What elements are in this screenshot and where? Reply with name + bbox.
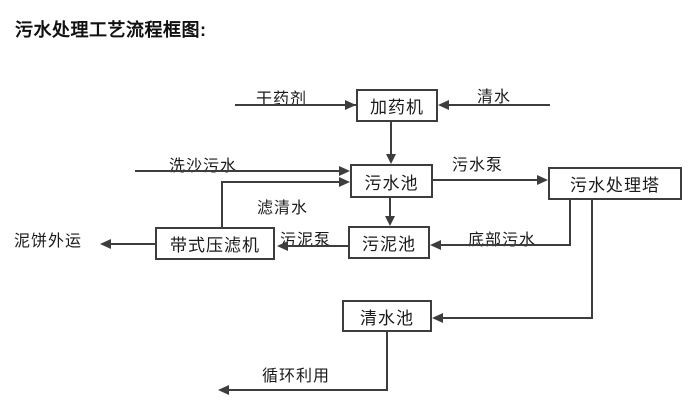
flow-line-sand-wash-sewage xyxy=(135,170,340,172)
flow-line-clean-water xyxy=(440,104,550,106)
arrowhead-recycling-icon xyxy=(218,385,229,395)
arrowhead-sewage-pump-icon xyxy=(537,175,548,185)
flow-line-bottom-sewage-vertical xyxy=(569,200,571,246)
flow-line-recycling-horizontal xyxy=(229,389,387,391)
flow-line-sludge-pump xyxy=(288,245,348,247)
page-title: 污水处理工艺流程框图: xyxy=(15,20,207,40)
flow-line-dry-agent xyxy=(235,104,356,106)
flow-line-sewage-pool-to-sludge-pool xyxy=(389,198,391,217)
flow-label-bottom-sewage: 底部污水 xyxy=(468,232,537,249)
arrowhead-dry-agent-icon xyxy=(345,100,356,110)
flow-line-mud-cake-out xyxy=(111,243,155,245)
arrowhead-clean-water-icon xyxy=(438,100,449,110)
flow-label-clean-water: 清水 xyxy=(477,89,512,106)
node-sewage-pool: 污水池 xyxy=(350,164,433,198)
flow-label-sand-wash-sewage: 洗沙污水 xyxy=(169,158,238,175)
flow-line-tower-to-clear-pool-vertical xyxy=(591,200,593,319)
flow-label-mud-cake-out: 泥饼外运 xyxy=(14,233,83,250)
arrowhead-bottom-sewage-icon xyxy=(430,240,441,250)
arrowhead-tower-to-clear-pool-icon xyxy=(432,313,443,323)
flow-label-recycling: 循环利用 xyxy=(262,368,331,385)
arrowhead-filtered-water-icon xyxy=(339,177,350,187)
node-treatment-tower: 污水处理塔 xyxy=(548,167,682,200)
flow-line-dosing-to-sewage-pool xyxy=(390,121,392,154)
flow-line-bottom-sewage-horizontal xyxy=(441,244,571,246)
flow-line-recycling-vertical xyxy=(386,332,388,391)
flow-label-filtered-water: 滤清水 xyxy=(257,200,309,217)
arrowhead-sewage-pool-to-sludge-pool-icon xyxy=(385,216,395,226)
node-belt-filter-press: 带式压滤机 xyxy=(155,227,275,260)
node-dosing-machine: 加药机 xyxy=(356,89,438,122)
flow-label-dry-agent: 干药剂 xyxy=(256,91,308,108)
flow-label-sludge-pump: 污泥泵 xyxy=(280,232,332,249)
arrowhead-dosing-to-sewage-pool-icon xyxy=(386,154,396,164)
flow-line-sewage-pump xyxy=(433,179,537,181)
flow-label-sewage-pump: 污水泵 xyxy=(452,157,504,174)
node-sludge-pool: 污泥池 xyxy=(348,226,430,259)
flow-line-filtered-water-vertical xyxy=(221,181,223,227)
node-clear-water-pool: 清水池 xyxy=(342,300,432,332)
arrowhead-sand-wash-sewage-icon xyxy=(339,166,350,176)
flow-line-filtered-water-horizontal xyxy=(221,181,340,183)
arrowhead-mud-cake-out-icon xyxy=(100,239,111,249)
arrowhead-sludge-pump-icon xyxy=(277,241,288,251)
flow-line-tower-to-clear-pool-horizontal xyxy=(443,317,593,319)
